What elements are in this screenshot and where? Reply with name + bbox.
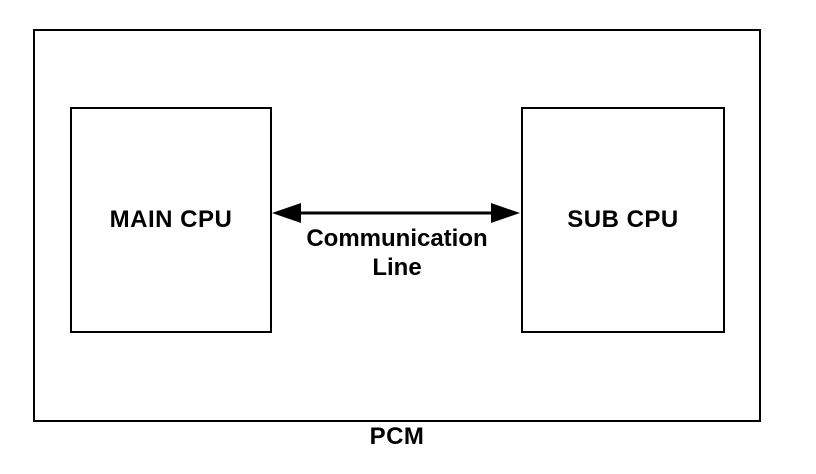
node-sub-cpu: SUB CPU xyxy=(521,107,725,333)
node-main-cpu-label: MAIN CPU xyxy=(109,206,233,233)
pcm-caption: PCM xyxy=(369,423,425,450)
connection-label: Communication Line xyxy=(272,224,522,282)
bidirectional-arrow-icon xyxy=(272,203,520,223)
connection-label-line2: Line xyxy=(372,254,422,281)
connection-label-line1: Communication xyxy=(306,225,488,252)
node-main-cpu: MAIN CPU xyxy=(70,107,272,333)
node-sub-cpu-label: SUB CPU xyxy=(567,206,679,233)
